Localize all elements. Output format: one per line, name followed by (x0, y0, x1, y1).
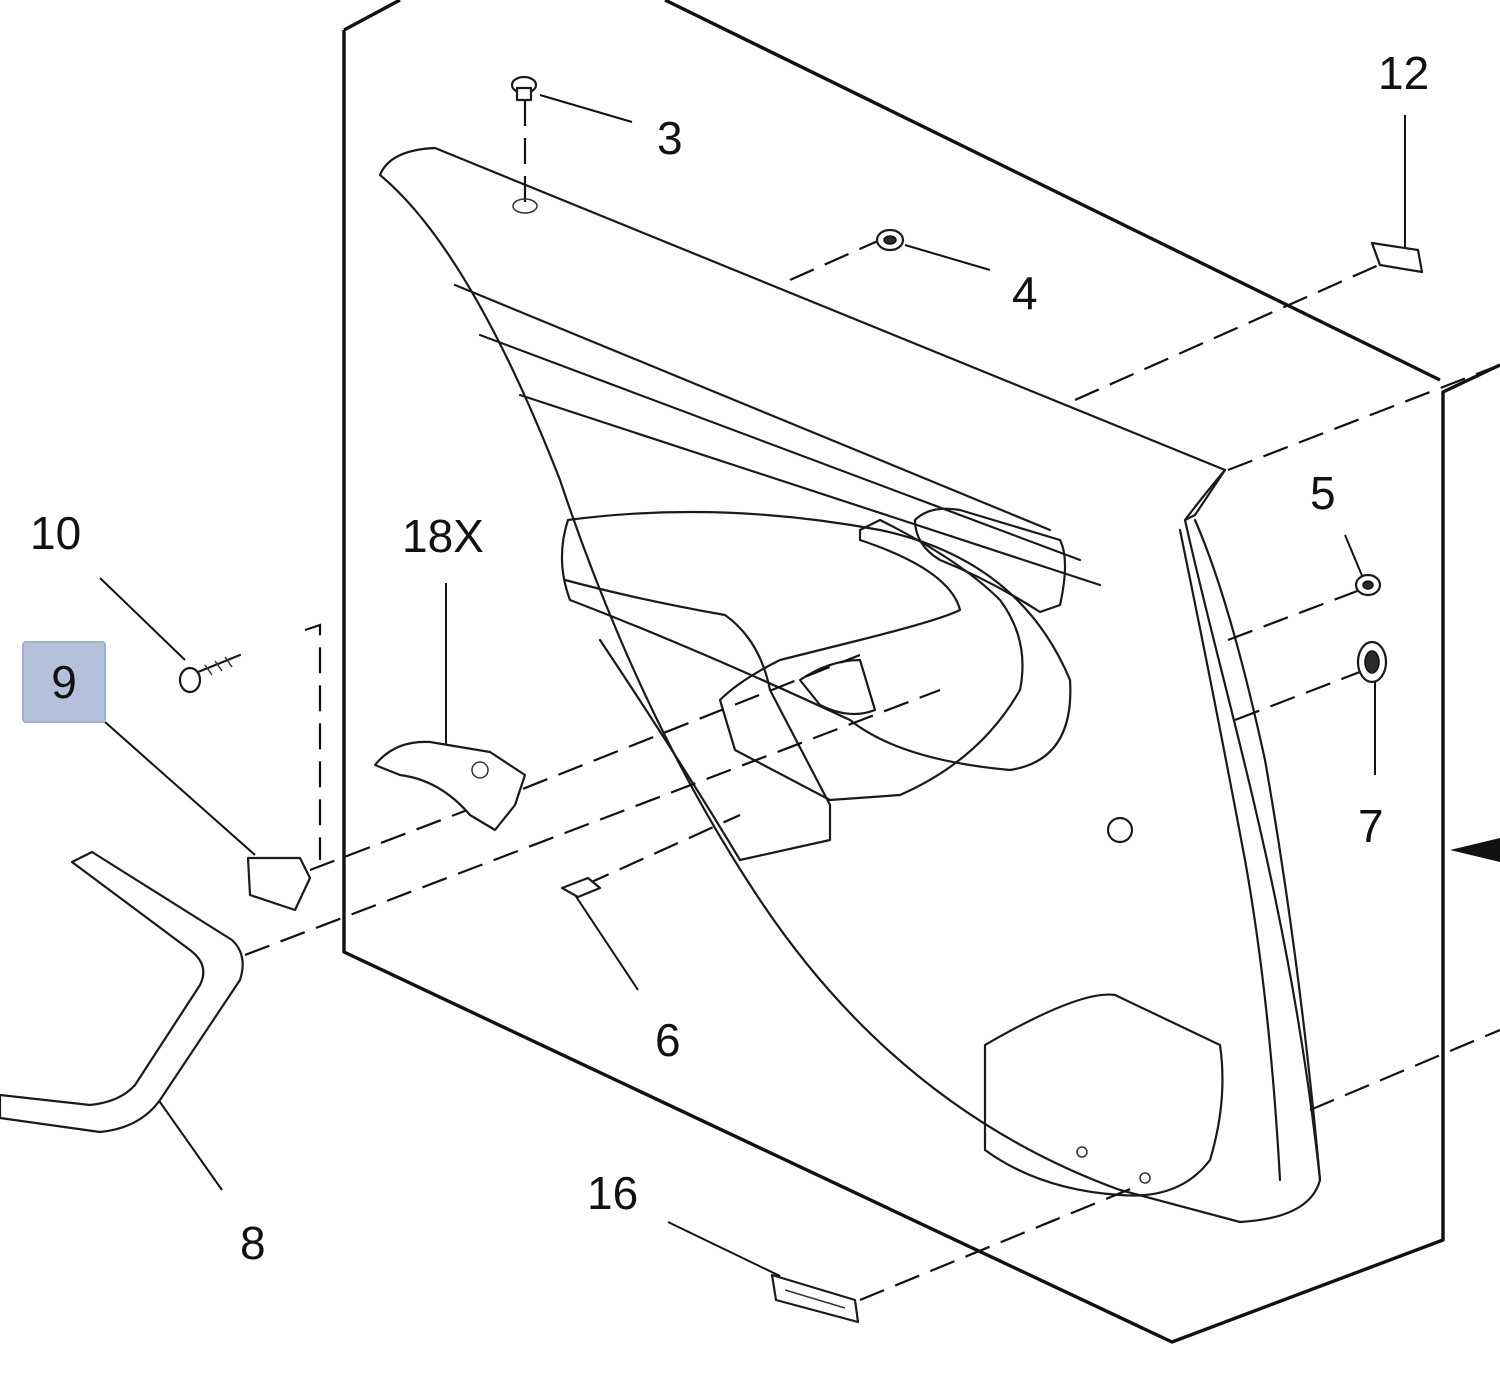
callout-12[interactable]: 12 (1378, 47, 1430, 99)
part-4-clip (875, 228, 905, 252)
part-16-badge (770, 1273, 860, 1324)
callout-3[interactable]: 3 (657, 112, 683, 164)
part-3-clip (510, 75, 538, 214)
part-18x-handle (373, 740, 527, 832)
callout-16[interactable]: 16 (587, 1167, 639, 1219)
part-7-grommet (1356, 640, 1388, 684)
callout-9-highlighted[interactable]: 9 (22, 641, 106, 723)
callout-18x[interactable]: 18X (402, 510, 484, 562)
assembly-lines (244, 100, 1500, 1302)
callout-5[interactable]: 5 (1310, 467, 1336, 519)
door-trim-panel (378, 146, 1322, 1224)
part-9-cover (246, 856, 312, 912)
callout-4[interactable]: 4 (1012, 267, 1038, 319)
callout-7[interactable]: 7 (1358, 800, 1384, 852)
leader-lines (99, 94, 1406, 1277)
callout-10[interactable]: 10 (30, 507, 82, 559)
callout-6[interactable]: 6 (655, 1014, 681, 1066)
section-arrow-icon (1450, 838, 1500, 862)
part-10-screw (178, 653, 242, 694)
door-frame-outline (342, 0, 1500, 1344)
callout-8[interactable]: 8 (240, 1217, 266, 1269)
part-8-trim-strip (0, 850, 244, 1134)
part-5-clip (1354, 573, 1382, 597)
part-12-clip (1370, 241, 1424, 274)
part-6-clip (560, 876, 602, 899)
